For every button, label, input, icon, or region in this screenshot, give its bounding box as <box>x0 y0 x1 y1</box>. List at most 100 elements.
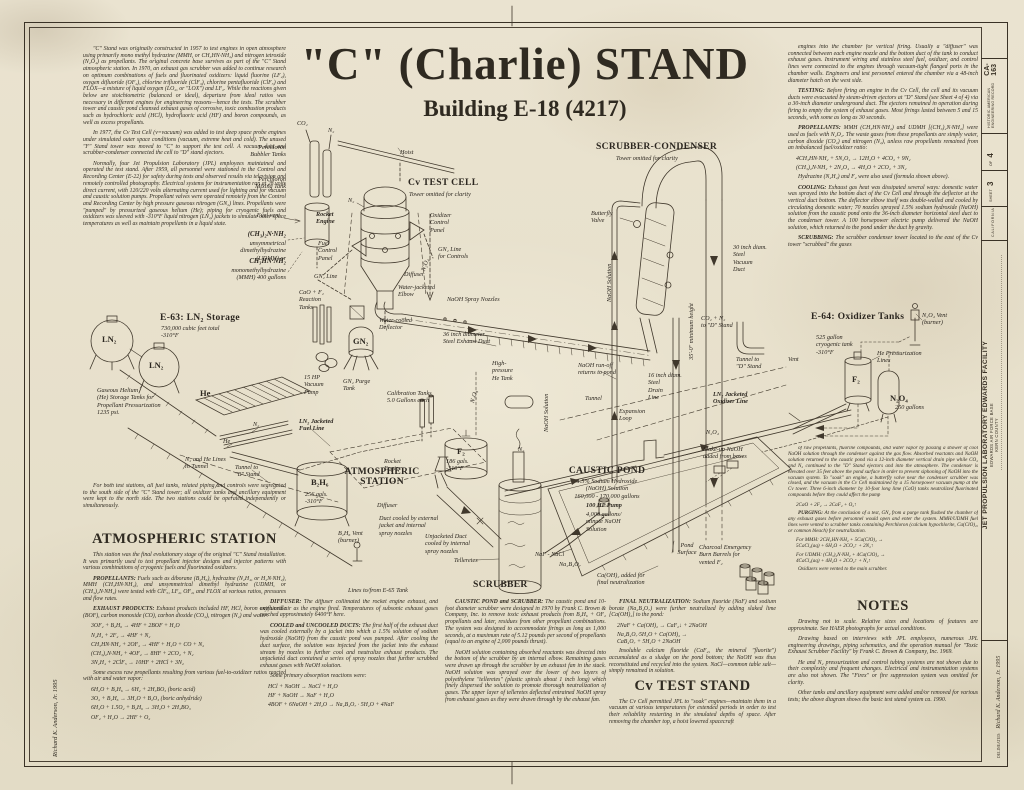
diagram-label: Telleretes <box>454 557 478 564</box>
title-block-state: CALIFORNIA <box>991 207 995 237</box>
chemical-equation: For UDMH: (CH₃)₂N·NH₂ + 4Ca(ClO)₂ → 4CaC… <box>796 551 886 564</box>
chemical-equation: HF + NaOH → NaF + H₂O <box>268 693 334 699</box>
diagram-label: Diffuser <box>404 271 425 278</box>
text-paragraph: "C" Stand was originally constructed in … <box>83 46 286 126</box>
caustic-pond-column: CAUSTIC POND and SCRUBBER: The caustic p… <box>445 599 606 762</box>
chemical-equation: 2CaO + 2F₂ → 2CaF₂ + O₂↑ <box>796 501 857 508</box>
record-label: HISTORIC AMERICAN ENGINEERING RECORD <box>987 82 995 128</box>
title-block-facility: JET PROPULSION LABORATORY EDWARDS FACILI… <box>982 242 999 628</box>
text-paragraph: In 1977, the Cv Test Cell (v=vacuum) was… <box>83 130 286 157</box>
diagram-label: ATMOSPHERIC STATION <box>344 466 420 488</box>
final-neutralization-column: FINAL NEUTRALIZATION: Sodium fluoride (N… <box>609 599 776 762</box>
oxidizer-line-art <box>504 409 889 497</box>
diagram-label: NaOH Solution <box>543 393 550 432</box>
title-block-divider <box>981 640 1007 641</box>
diagram-label: Butterfly Valve <box>591 210 613 225</box>
hoist-art <box>337 140 455 183</box>
chemical-equation: 6H₂O + B₂H₆ → 6H₂ + 2H₃BO₃ (boric acid) <box>91 686 196 693</box>
diagram-label: N₂ <box>253 421 260 428</box>
diagram-label: GN₂ Line for Controls <box>438 246 469 261</box>
diagram-label: NaOH Spray Nozzles <box>447 296 500 303</box>
diagram-label: SCRUBBER-CONDENSER <box>596 141 718 152</box>
leader-lines <box>251 147 923 575</box>
title-block-divider <box>981 170 1007 171</box>
text-paragraph: Other tanks and ancillary equipment were… <box>788 690 978 703</box>
text-paragraph: CAUSTIC POND and SCRUBBER: The caustic p… <box>445 599 606 646</box>
diagram-label: 30 inch diam. Steel Vacuum Duct <box>733 244 767 273</box>
text-paragraph: The Cv Cell permitted JPL to "soak" engi… <box>609 698 776 725</box>
diagram-label: (CH₃)₂N·NH₂ <box>247 231 286 238</box>
caustic-pond-art <box>544 436 792 577</box>
diagram-label: Water-jacketed Elbow <box>398 284 436 299</box>
chemical-equation: HCl + NaOH → NaCl + H₂O <box>268 683 338 690</box>
chemical-equation: 3OF₂ + B₂H₆ → 4HF + 2BOF + H₂O <box>91 623 180 630</box>
cv-test-stand-column-top: engines into the chamber for vertical fi… <box>788 44 978 310</box>
diagram-label: High- pressure He Tank <box>492 360 513 382</box>
text-paragraph: FINAL NEUTRALIZATION: Sodium fluoride (N… <box>609 599 776 619</box>
charcoal-barrels-art <box>739 563 775 595</box>
diagram-label: NaF - NaCl <box>535 551 565 558</box>
diagram-label: Calibration Tanks 5.0 Gallons each <box>387 390 432 405</box>
title-block-divider <box>981 133 1007 134</box>
chemical-equation: (CH₃)₂N·NH₂ + 2N₂O₄ → 4H₂O + 2CO₂ + 3N₂ <box>796 164 907 171</box>
perchloron-tanks-art <box>283 129 332 273</box>
text-paragraph: SCRUBBING: The scrubber condenser tower … <box>788 235 978 248</box>
facility-location-2: KERN COUNTY <box>994 418 999 452</box>
diagram-label: 250 gallons <box>895 404 925 411</box>
diagram-label: LN₂ Jacketed Oxidizer Line <box>713 391 748 406</box>
text-paragraph: engines into the chamber for vertical fi… <box>788 44 978 84</box>
diagram-label: NaOH Solution <box>606 263 613 302</box>
text-paragraph: Some excess raw propellants resulting fr… <box>83 669 286 683</box>
diagram-label: monomethylhydrazine (MMH) 400 gallons <box>231 267 286 282</box>
micro-text-line <box>1001 255 1002 470</box>
diagram-label: Fuel vent <box>256 212 280 219</box>
section-heading: NOTES <box>857 598 909 614</box>
diagram-label: E-63: LN₂ Storage <box>160 312 240 323</box>
diagram-label: Fuel Control Panel <box>318 240 338 262</box>
diagram-label: N₂ and He Lines in Tunnel <box>185 456 226 471</box>
diagram-label: Tunnel <box>585 395 602 402</box>
chemical-equation: 4CH₃HN·NH₂ + 5N₂O₄ → 12H₂O + 4CO₂ + 9N₂ <box>796 155 911 162</box>
diagram-label: Water-cooled Deflector <box>379 317 412 332</box>
title-block-divider <box>981 58 1007 59</box>
text-paragraph: Some primary absorption reactions were: <box>270 673 367 680</box>
title-block-delineator: DELINEATED: Richard K. Anderson, Jr. 199… <box>987 646 1005 758</box>
diagram-label: Lines to/from E-65 Tank <box>348 587 408 594</box>
diagram-label: 36 inch diameter Steel Exhaust Duct <box>443 331 491 346</box>
diagram-label: N₂O₄ <box>890 393 908 403</box>
diagram-label: SCRUBBER <box>473 579 528 590</box>
e63-ln2-storage-art <box>89 315 421 476</box>
text-paragraph: For both test stations, all fuel tanks, … <box>83 483 286 510</box>
diagram-label: Rocket Engine <box>384 458 402 473</box>
cv-test-stand-column-mid: of raw propellants, fluorine compounds, … <box>788 446 978 596</box>
diagram-label: He Pressurization Lines <box>877 350 922 365</box>
section-heading: ATMOSPHERIC STATION <box>92 531 277 547</box>
exhaust-duct-art <box>349 301 651 367</box>
chemical-equation: OF₂ + H₂O → 2HF + O₂ <box>91 714 151 721</box>
diagram-label: N₂ <box>328 127 335 134</box>
diagram-label: Tunnel to "B" Stand <box>235 464 260 479</box>
scrubber-condenser-art <box>611 146 765 553</box>
text-paragraph: TESTING: Before firing an engine in the … <box>788 87 978 121</box>
diagram-label: 186 gals. -310°F <box>446 458 469 473</box>
diagram-label: Tower omitted for clarity <box>409 191 471 198</box>
diagram-label: Perchloron Mixing Tank <box>255 176 286 191</box>
title-block-sheet-number: SHEET 3 <box>986 182 995 202</box>
diagram-label: CO₂ + N₂ to "D" Stand <box>701 315 733 330</box>
diagram-label: CAUSTIC POND <box>568 465 646 476</box>
diagram-label: Rocket Engine <box>316 211 335 226</box>
diagram-label: GN₂ <box>353 336 369 346</box>
cv-test-cell-art <box>317 186 434 310</box>
e64-oxidizer-art <box>788 303 921 439</box>
diagram-label: Unjacketed Duct cooled by internal spray… <box>425 533 471 555</box>
sheet-subtitle: Building E-18 (4217) <box>423 96 627 121</box>
chemical-equation: 3N₂H₄ + 2ClF₅ → 10HF + 2HCl + 3N₂ <box>91 660 184 667</box>
gn2-purge-tank-art <box>312 304 386 372</box>
facility-name: JET PROPULSION LABORATORY EDWARDS FACILI… <box>982 340 989 530</box>
diagram-label: LN₂ <box>149 360 164 370</box>
diagram-label: GN₂ Line <box>314 273 338 280</box>
section-heading: Cv TEST STAND <box>634 677 751 694</box>
diagram-label: E-64: Oxidizer Tanks <box>811 311 905 322</box>
sheet-title: "C" (Charlie) STAND <box>300 39 750 89</box>
